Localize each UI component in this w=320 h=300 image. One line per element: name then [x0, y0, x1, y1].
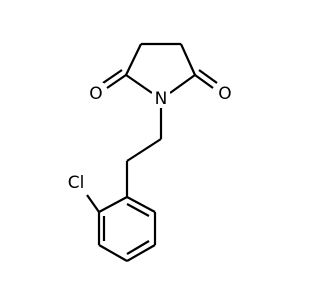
bond-c4-c5	[179, 43, 197, 76]
bond-ar2-cl	[86, 194, 100, 213]
bond-aromatic-inner-2	[126, 240, 150, 255]
bond-ar6-ar1	[126, 196, 156, 213]
molecule-drawing: O N O Cl	[67, 42, 232, 262]
bond-c2-o-left-a	[106, 74, 127, 89]
bond-aromatic-inner-3	[126, 203, 150, 217]
bond-c5-o-right-a	[194, 74, 214, 89]
bond-ar3-ar4	[98, 244, 128, 262]
bond-n-c2	[125, 74, 153, 94]
bond-c2-o-left-b	[102, 69, 123, 84]
bond-ar4-ar5	[126, 244, 156, 262]
bond-c2-c3	[125, 43, 142, 76]
atom-o-right: O	[218, 84, 231, 104]
structure-diagram: O N O Cl	[67, 42, 232, 262]
atom-cl: Cl	[68, 173, 85, 193]
atom-o-left: O	[89, 84, 102, 104]
atom-n: N	[155, 89, 168, 109]
bond-c5-o-right-b	[198, 69, 218, 84]
bond-ar1-ar2	[98, 196, 128, 213]
bond-c5-n	[169, 74, 196, 94]
bond-ch2-ch2	[126, 138, 162, 162]
